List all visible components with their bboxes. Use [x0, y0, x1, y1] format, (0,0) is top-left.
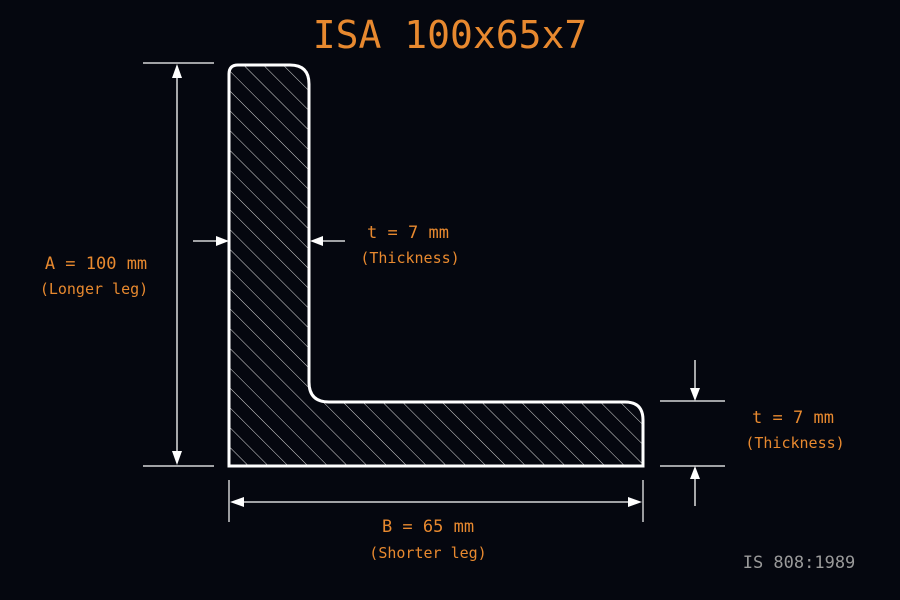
dimension-b-sublabel: (Shorter leg): [369, 544, 486, 562]
dimension-b-label: B = 65 mm: [382, 517, 474, 537]
thickness-vertical-arrows: [193, 236, 345, 246]
thickness-horizontal-label: t = 7 mm: [752, 408, 834, 428]
dimension-b-line: [228, 480, 644, 522]
dimension-a-label: A = 100 mm: [45, 254, 147, 274]
thickness-horizontal-arrows: [660, 360, 725, 506]
thickness-vertical-label: t = 7 mm: [367, 223, 449, 243]
thickness-vertical-sublabel: (Thickness): [360, 249, 459, 267]
thickness-horizontal-sublabel: (Thickness): [745, 434, 844, 452]
dimension-a-line: [143, 62, 214, 467]
dimension-a-sublabel: (Longer leg): [40, 280, 148, 298]
standard-reference: IS 808:1989: [743, 553, 856, 573]
diagram-title: ISA 100x65x7: [313, 13, 588, 57]
angle-section: [227, 63, 645, 468]
